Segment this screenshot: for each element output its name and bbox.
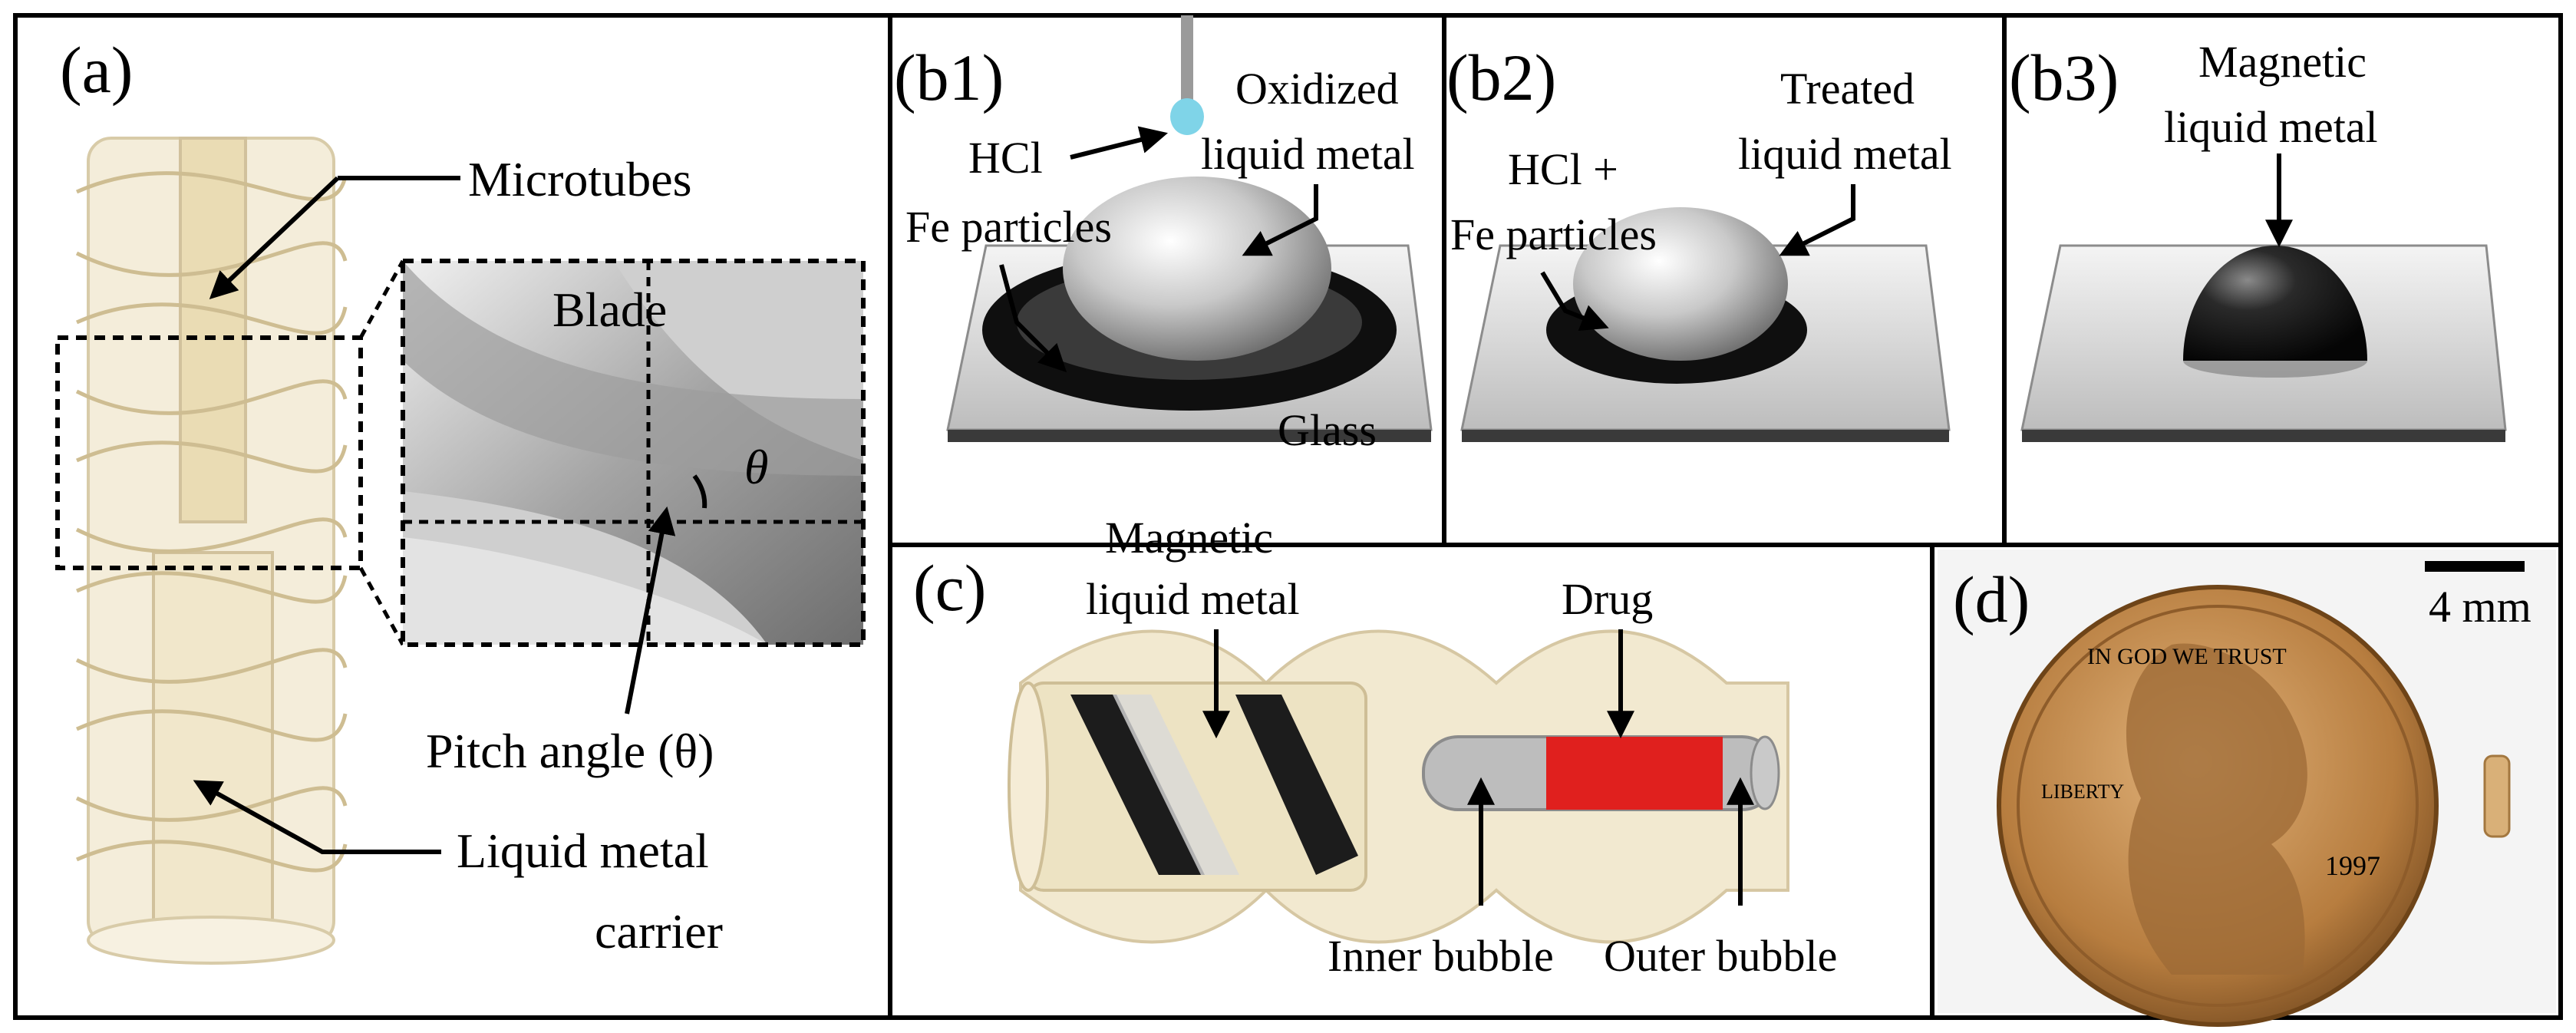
hcl-arrow [1070,126,1168,160]
treated-arrow [1779,184,1855,256]
panel-b2: (b2) Treated liquid metal HCl + Fe parti… [1446,41,1952,442]
fe-particles-arrow [999,264,1067,373]
treated-label-line2: liquid metal [1738,129,1952,179]
microtubes-arrow [209,176,340,299]
lincoln-portrait [2126,643,2307,975]
zoom-region-box [55,335,363,570]
oxidized-label-line1: Oxidized [1235,64,1399,114]
panel-d: IN GOD WE TRUST LIBERTY 1997 4 mm (d) [1938,550,2556,1027]
drug-label: Drug [1562,574,1653,624]
carrier-label-line1: Liquid metal [457,823,709,878]
fe-particles-label: Fe particles [905,202,1112,252]
magnetic-metal-stripes [1070,695,1358,875]
panel-a-label: (a) [60,33,133,107]
treated-metal-droplet [1573,207,1788,361]
hcl-drop [1170,98,1204,135]
fe-particles-label-b2: Fe particles [1450,210,1657,259]
panel-d-label: (d) [1953,563,2030,636]
panel-b1-label: (b1) [894,41,1004,114]
panel-b1: (b1) HCl Oxidized liquid metal Fe partic… [894,15,1433,455]
carrier-label-line2: carrier [595,904,723,959]
pitch-angle-arc [692,474,707,509]
hcl-label: HCl [968,133,1043,183]
inner-tube [1422,735,1780,811]
scale-bar-label: 4 mm [2429,582,2531,632]
panel-c-label: (c) [913,551,986,625]
panel-b3: (b3) Magnetic liquid metal [2009,37,2507,442]
inner-bubble-label: Inner bubble [1328,931,1554,981]
panel-frames [13,13,2563,1020]
panel-c: (c) Magnetic liquid metal Drug Inner bub… [913,513,1837,981]
pitch-angle-label: Pitch angle (θ) [426,724,714,778]
glass-label: Glass [1278,405,1377,455]
magnetic-label-line1-c: Magnetic [1105,513,1273,563]
helical-carrier-illustration [75,137,348,965]
carrier-arrow [193,780,441,854]
magnetic-label-line1-b3: Magnetic [2198,37,2367,87]
oxidized-metal-droplet [1063,177,1331,361]
magnetic-metal-droplet [2183,246,2367,361]
magnetic-label-line2-b3: liquid metal [2164,102,2378,152]
magnetic-label-line2-c: liquid metal [1086,574,1300,624]
coin-top-text: IN GOD WE TRUST [2087,644,2287,669]
treated-label-line1: Treated [1780,64,1915,114]
theta-symbol: θ [744,440,768,494]
oxidized-label-line2: liquid metal [1201,129,1415,179]
coin-left-text: LIBERTY [2041,781,2124,803]
panel-b3-label: (b3) [2009,41,2119,114]
microtubes-label: Microtubes [468,152,692,206]
panel-a: (a) Microtubes Blade θ Pitch angle (θ) L… [55,33,866,965]
hcl-plus-label: HCl + [1508,144,1618,194]
fe-particles-arrow-b2 [1540,271,1609,332]
blade-label: Blade [552,282,667,337]
oxidized-arrow [1242,184,1318,256]
blade-inset [401,259,866,647]
panel-b2-label: (b2) [1446,41,1556,114]
outer-bubble-label: Outer bubble [1604,931,1837,981]
zoom-connector-bottom [358,566,405,646]
pitch-angle-arrow [625,506,676,715]
carrier-sample [2483,754,2511,838]
zoom-connector-top [358,259,405,339]
drug-segment [1546,737,1723,810]
coin-year-text: 1997 [2325,850,2380,881]
